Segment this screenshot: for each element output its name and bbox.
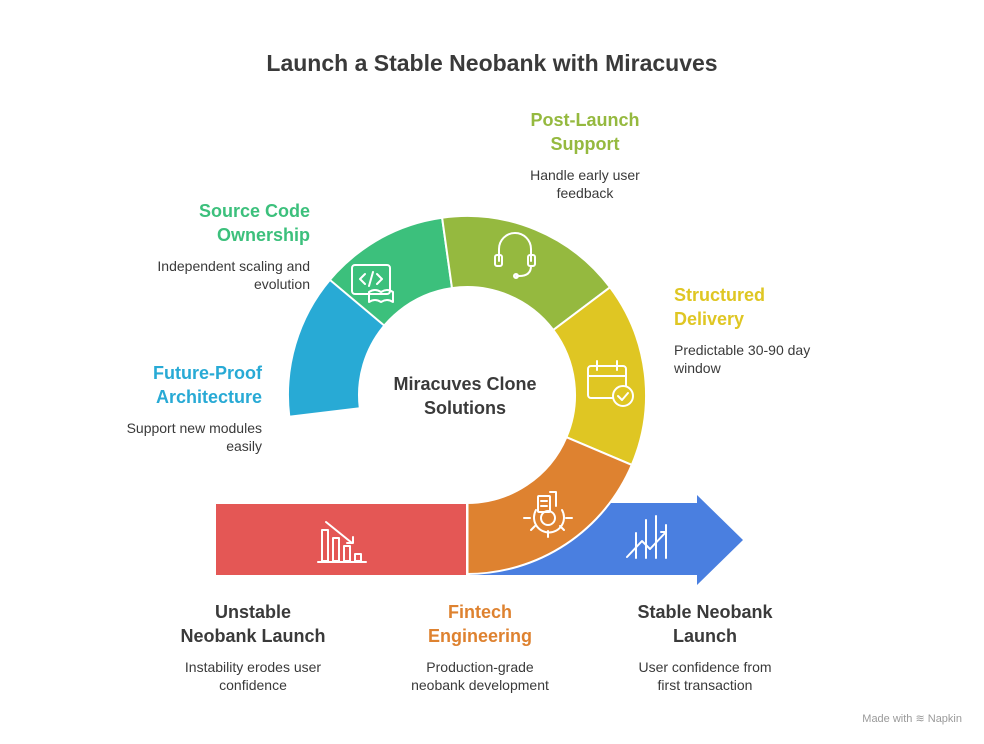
center-label-line1: Miracuves Clone — [393, 374, 537, 394]
modules-icon — [314, 424, 360, 469]
napkin-branding: Made with ≋ Napkin — [862, 713, 962, 725]
center-label: Miracuves Clone Solutions — [380, 372, 550, 420]
center-label-line2: Solutions — [424, 398, 506, 418]
gear-document-icon — [523, 491, 573, 538]
rising-chart-icon — [626, 515, 667, 559]
code-book-icon — [351, 264, 394, 303]
diagram-title: Launch a Stable Neobank with Miracuves — [266, 50, 718, 76]
declining-chart-icon — [317, 521, 367, 563]
unstable-bar — [216, 504, 467, 575]
calendar-check-icon — [587, 360, 634, 407]
ring-segment-future-proof — [286, 278, 386, 418]
headset-icon — [494, 232, 536, 279]
